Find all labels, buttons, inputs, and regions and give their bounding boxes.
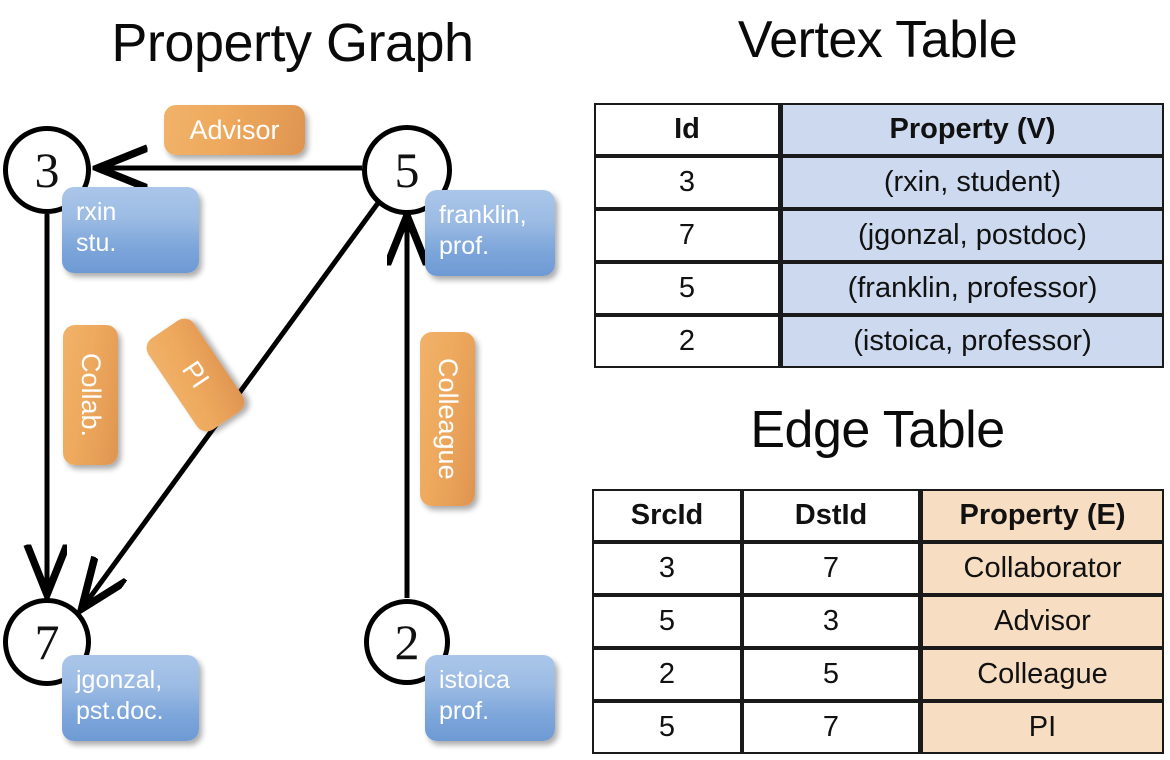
page-title-property-graph: Property Graph	[111, 13, 474, 73]
table-row[interactable]: 3 (rxin, student)	[594, 156, 1164, 209]
vertex-property-box-2-line1: istoica	[439, 666, 510, 694]
graph-node-5[interactable]: 5	[362, 125, 452, 215]
edge-cell-property: PI	[920, 701, 1164, 754]
edge-cell-srcid: 5	[592, 701, 742, 754]
vertex-cell-property: (franklin, professor)	[780, 262, 1164, 315]
edge-label-colleague: Colleague	[420, 332, 475, 506]
edge-cell-property: Advisor	[920, 595, 1164, 648]
edge-cell-dstid: 5	[742, 648, 920, 701]
graph-node-2[interactable]: 2	[364, 599, 450, 685]
vertex-table: Id Property (V) 3 (rxin, student) 7 (jgo…	[594, 103, 1164, 368]
edge-cell-dstid: 3	[742, 595, 920, 648]
vertex-property-box-5: franklin, prof.	[425, 190, 555, 276]
edge-label-colleague-text: Colleague	[433, 358, 463, 480]
vertex-property-box-3-line1: rxin	[76, 198, 117, 226]
edge-cell-property: Collaborator	[920, 542, 1164, 595]
edge-label-pi-text: PI	[176, 355, 216, 394]
vertex-cell-property: (rxin, student)	[780, 156, 1164, 209]
table-row[interactable]: 5 (franklin, professor)	[594, 262, 1164, 315]
graph-node-2-label: 2	[394, 614, 420, 670]
page-title-edge-table: Edge Table	[750, 401, 1005, 459]
edge-cell-srcid: 2	[592, 648, 742, 701]
table-row[interactable]: 7 (jgonzal, postdoc)	[594, 209, 1164, 262]
graph-node-7-label: 7	[34, 614, 60, 670]
edge-table: SrcId DstId Property (E) 3 7 Collaborato…	[592, 489, 1164, 754]
table-row[interactable]: 5 3 Advisor	[592, 595, 1164, 648]
vertex-cell-property: (jgonzal, postdoc)	[780, 209, 1164, 262]
vertex-cell-id: 7	[594, 209, 780, 262]
vertex-property-box-5-line2: prof.	[439, 231, 490, 260]
vertex-property-box-3-line2: stu.	[76, 228, 117, 257]
vertex-property-box-2: istoica prof.	[425, 655, 555, 741]
vertex-property-box-2-line2: prof.	[439, 696, 490, 725]
edge-cell-srcid: 5	[592, 595, 742, 648]
edge-cell-property: Colleague	[920, 648, 1164, 701]
edge-label-collab: Collab.	[63, 325, 118, 465]
vertex-table-header-property: Property (V)	[780, 103, 1164, 156]
table-row[interactable]: 2 5 Colleague	[592, 648, 1164, 701]
vertex-cell-property: (istoica, professor)	[780, 315, 1164, 368]
table-row[interactable]: 5 7 PI	[592, 701, 1164, 754]
table-row[interactable]: 2 (istoica, professor)	[594, 315, 1164, 368]
property-graph-diagram: 3 5 7 2 rxin stu. franklin, prof. jgonza…	[3, 105, 555, 741]
graph-node-5-label: 5	[394, 142, 420, 198]
vertex-property-box-5-line1: franklin,	[439, 201, 527, 229]
edge-label-collab-text: Collab.	[76, 352, 106, 438]
edge-cell-dstid: 7	[742, 701, 920, 754]
edge-table-header-row: SrcId DstId Property (E)	[592, 489, 1164, 542]
edge-table-header-srcid: SrcId	[592, 489, 742, 542]
vertex-cell-id: 3	[594, 156, 780, 209]
vertex-table-header-id: Id	[594, 103, 780, 156]
edge-table-header-dstid: DstId	[742, 489, 920, 542]
vertex-property-box-7: jgonzal, pst.doc.	[62, 655, 199, 741]
vertex-cell-id: 5	[594, 262, 780, 315]
page-title-vertex-table: Vertex Table	[737, 11, 1018, 69]
graph-node-3-label: 3	[34, 142, 60, 198]
edge-cell-dstid: 7	[742, 542, 920, 595]
vertex-cell-id: 2	[594, 315, 780, 368]
vertex-property-box-7-line1: jgonzal,	[76, 666, 163, 694]
edge-label-advisor: Advisor	[164, 105, 305, 155]
edge-table-header-property: Property (E)	[920, 489, 1164, 542]
table-row[interactable]: 3 7 Collaborator	[592, 542, 1164, 595]
vertex-property-box-3: rxin stu.	[62, 187, 199, 273]
vertex-table-header-row: Id Property (V)	[594, 103, 1164, 156]
edge-cell-srcid: 3	[592, 542, 742, 595]
edge-label-advisor-text: Advisor	[189, 114, 280, 145]
vertex-property-box-7-line2: pst.doc.	[76, 696, 164, 725]
